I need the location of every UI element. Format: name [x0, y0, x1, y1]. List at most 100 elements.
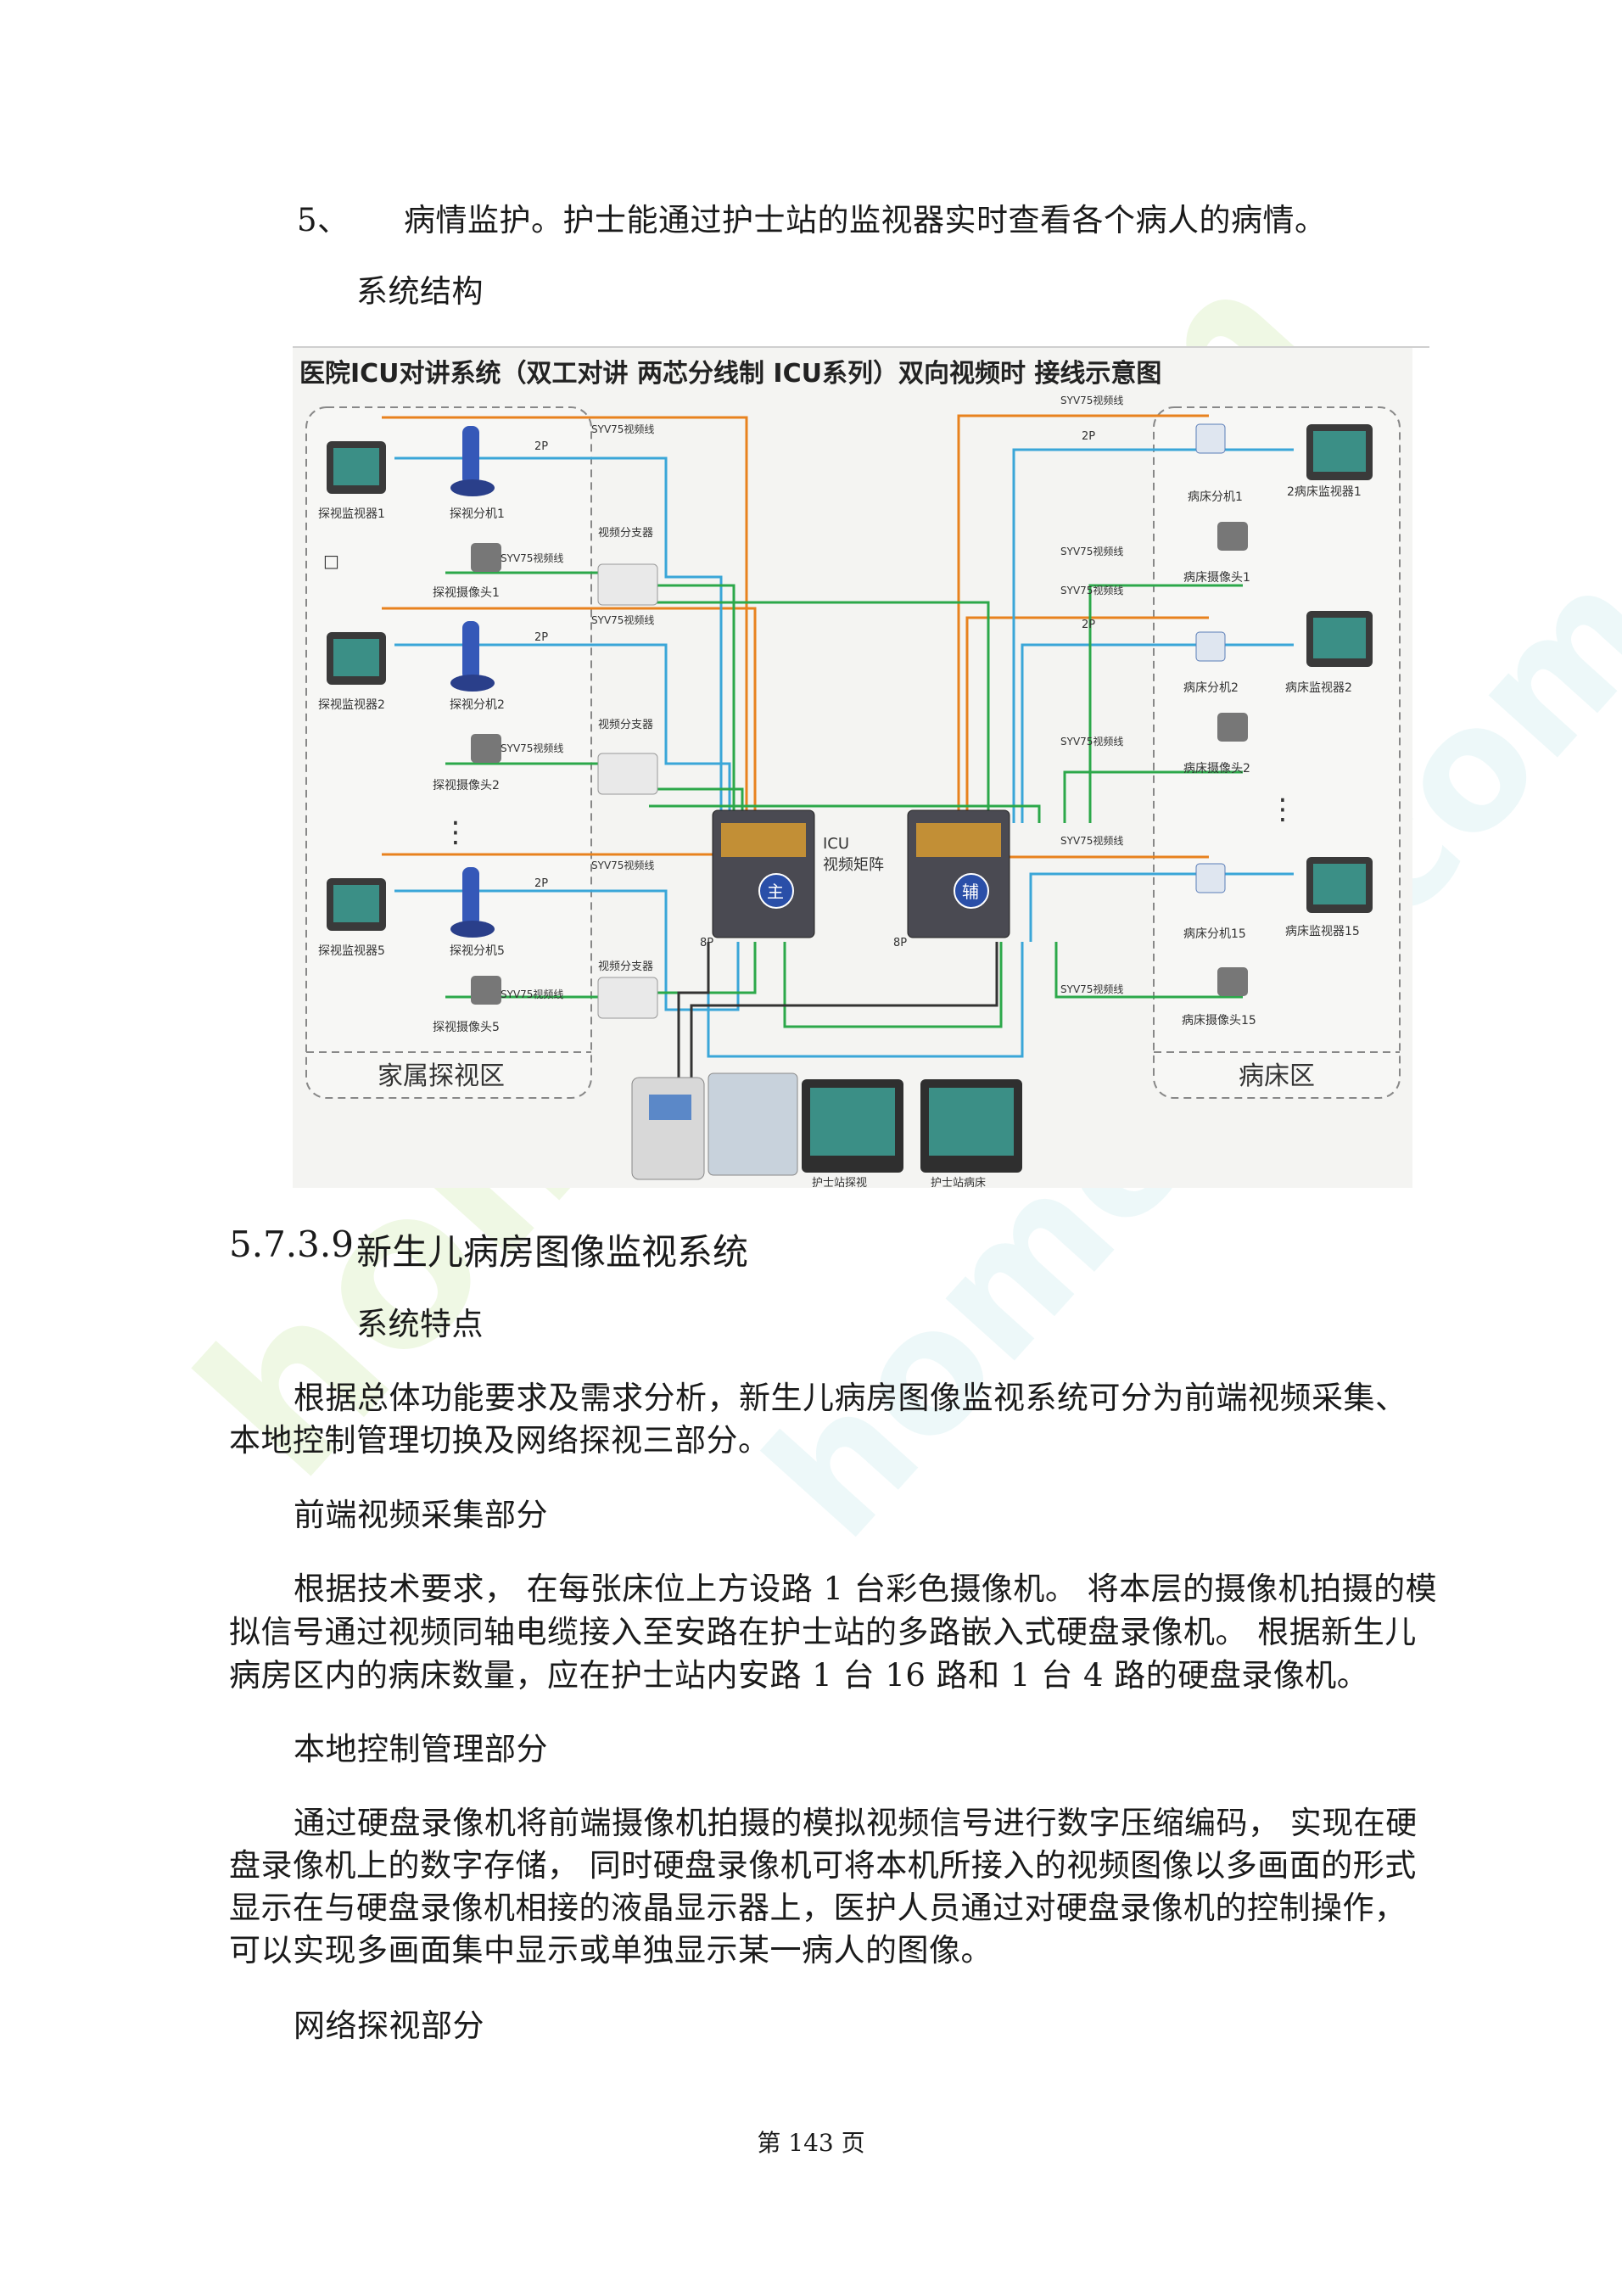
bed-monitor-display — [1313, 618, 1366, 658]
bed-camera-15-label: 病床摄像头15 — [1182, 1014, 1256, 1028]
phone-handset — [462, 867, 479, 927]
para2-line3: 病房区内的病床数量，应在护士站内安路 1 台 16 路和 1 台 4 路的硬盘录… — [229, 1657, 1369, 1694]
splitter-2: 视频分支器 — [597, 719, 658, 795]
matrix-main-text: 主 — [767, 882, 784, 902]
cable-label-6: SYV75视频线 — [501, 988, 563, 1000]
bed-phone-2-label: 病床分机2 — [1183, 681, 1239, 695]
matrix-main: 主 — [712, 809, 815, 938]
matrix-aux: 辅 — [907, 809, 1010, 938]
camera-body — [471, 976, 501, 1005]
nurse-monitor-left-label: 护士站探视 — [812, 1177, 867, 1188]
nurse-phone — [631, 1077, 705, 1180]
visit-monitor-2-label: 探视监视器2 — [318, 698, 385, 712]
visit-monitor-5-label: 探视监视器5 — [318, 944, 385, 958]
phone-handset — [462, 621, 479, 680]
dots-right: ⋮ — [1268, 792, 1297, 826]
splitter-box — [597, 563, 658, 606]
cable-label-12: SYV75视频线 — [1060, 983, 1123, 995]
struct-heading: 系统结构 — [356, 273, 484, 310]
para3-line3: 显示在与硬盘录像机相接的液晶显示器上，医护人员通过对硬盘录像机的控制操作， — [229, 1890, 1407, 1926]
visit-station-5: 探视监视器5 探视分机5 探视摄像头5 — [318, 867, 505, 1034]
bed-camera — [1217, 522, 1248, 551]
local-heading: 本地控制管理部分 — [294, 1731, 548, 1767]
visit-station-2: 探视监视器2 探视分机2 探视摄像头2 ⋮ — [318, 621, 505, 849]
nurse-monitor-right-label: 护士站病床 — [931, 1177, 986, 1188]
visit-camera-1-label: 探视摄像头1 — [433, 586, 500, 600]
bed-phone-panel — [1195, 631, 1226, 662]
bed-camera — [1217, 713, 1248, 742]
cable-green-7 — [649, 601, 990, 823]
dark-cables — [677, 942, 998, 1137]
matrix-aux-ports — [916, 823, 1001, 857]
cable-label-10: SYV75视频线 — [1060, 735, 1123, 748]
cable-label-1: SYV75视频线 — [591, 423, 654, 435]
phone-base — [450, 921, 495, 938]
para2-line1: 根据技术要求， 在每张床位上方设路 1 台彩色摄像机。 将本层的摄像机拍摄的模 — [294, 1571, 1438, 1607]
bed-phone-15-label: 病床分机15 — [1183, 927, 1246, 941]
cable-blue-3 — [394, 889, 740, 1011]
bed-phone-1-label: 病床分机1 — [1188, 490, 1243, 504]
features-heading: 系统特点 — [356, 1306, 484, 1342]
cable-green-9 — [783, 942, 1003, 1028]
splitter-box — [597, 977, 658, 1019]
p8-label-2: 8P — [893, 937, 907, 949]
p2-label-3: 2P — [534, 877, 548, 890]
bed-monitor-display — [1313, 864, 1366, 904]
cable-orange-2 — [382, 607, 757, 823]
list-item-text: 病情监护。护士能通过护士站的监视器实时查看各个病人的病情。 — [404, 202, 1327, 238]
visit-station-1: 探视监视器1 探视分机1 探视摄像头1 □ — [318, 426, 505, 600]
para1-line2: 本地控制管理切换及网络探视三部分。 — [229, 1422, 770, 1459]
zone-bed-area — [1153, 406, 1401, 1099]
matrix-aux-badge — [954, 873, 989, 909]
list-number: 5、 — [297, 202, 350, 238]
cable-green-6 — [1054, 942, 1243, 999]
para2-line2: 拟信号通过视频同轴电缆接入至安路在护士站的多路嵌入式硬盘录像机。 根据新生儿 — [229, 1614, 1417, 1650]
bed-camera-2-label: 病床摄像头2 — [1183, 762, 1250, 776]
bed-phone-panel — [1195, 863, 1226, 893]
bed-monitor-1-label: 2病床监视器1 — [1287, 485, 1362, 499]
nurse-monitor-left-display — [810, 1088, 895, 1156]
phone-handset — [462, 426, 479, 485]
bed-station-1: 病床分机1 2病床监视器1 病床摄像头1 — [1183, 423, 1373, 585]
splitter-1: 视频分支器 — [597, 527, 658, 606]
cable-dark-1 — [677, 942, 710, 1137]
green-cables — [445, 571, 1243, 1028]
zone-right-label: 病床区 — [1239, 1061, 1315, 1091]
diagram-title: 医院ICU对讲系统（双工对讲 两芯分线制 ICU系列）双向视频时 接线示意图 — [299, 359, 1161, 389]
cable-blue-2 — [394, 643, 731, 823]
cable-green-4 — [1088, 584, 1243, 823]
matrix-main-ports — [721, 823, 806, 857]
bed-camera-1-label: 病床摄像头1 — [1183, 571, 1250, 585]
monitor-display — [333, 885, 379, 922]
nurse-monitor-right-display — [929, 1088, 1014, 1156]
splitter-2-label: 视频分支器 — [598, 719, 653, 731]
bed-station-15: 病床分机15 病床监视器15 病床摄像头15 — [1182, 857, 1373, 1028]
cable-orange-5 — [965, 616, 1209, 823]
cable-label-8: SYV75视频线 — [1060, 545, 1123, 557]
nurse-keypad — [708, 1072, 798, 1176]
visit-camera-2-label: 探视摄像头2 — [433, 779, 500, 792]
cable-orange-1 — [382, 416, 748, 823]
cable-green-5 — [1063, 770, 1243, 823]
cable-label-7: SYV75视频线 — [1060, 394, 1123, 406]
splitter-box — [597, 753, 658, 795]
splitter-1-label: 视频分支器 — [598, 527, 653, 540]
nurse-station: 护士站探视 护士站病床 — [631, 1072, 1022, 1188]
cable-label-4: SYV75视频线 — [501, 742, 563, 754]
cable-green-1 — [445, 571, 735, 823]
phone-base — [450, 675, 495, 692]
bed-phone-panel — [1195, 423, 1226, 454]
matrix-label-1: ICU — [823, 835, 849, 853]
bed-station-2: 病床分机2 病床监视器2 病床摄像头2 ⋮ — [1183, 611, 1373, 826]
visit-phone-2-label: 探视分机2 — [450, 698, 505, 712]
matrix-label-2: 视频矩阵 — [823, 856, 884, 874]
matrix-aux-text: 辅 — [962, 882, 979, 902]
bed-monitor-15-label: 病床监视器15 — [1285, 925, 1360, 938]
visit-monitor-1-label: 探视监视器1 — [318, 507, 385, 521]
wiring-diagram: 医院ICU对讲系统（双工对讲 两芯分线制 ICU系列）双向视频时 接线示意图 家… — [293, 348, 1412, 1188]
p2-label-4: 2P — [1082, 430, 1095, 443]
p2-label-2: 2P — [534, 631, 548, 644]
divider — [293, 346, 1429, 348]
splitter-3-label: 视频分支器 — [598, 960, 653, 973]
cable-green-8 — [649, 804, 1041, 823]
